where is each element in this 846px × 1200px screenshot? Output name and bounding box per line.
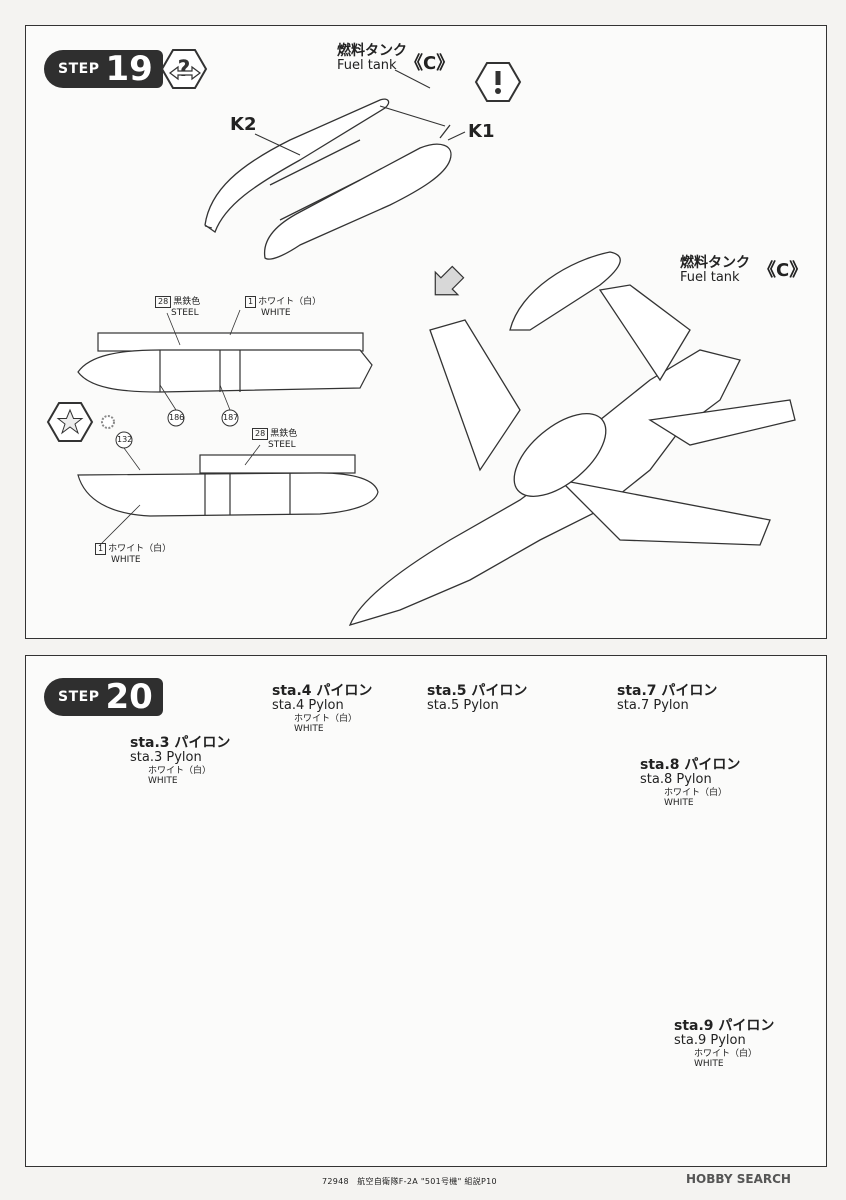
fuel-tank-top-code: 《C》 [405, 53, 455, 74]
step20-badge: STEP 20 [44, 678, 163, 716]
sta3-color-jp: ホワイト（白） [148, 766, 212, 777]
assembly-arrows-19 [204, 69, 466, 229]
sta4-jp: sta.4 パイロン [272, 683, 373, 699]
fuel-tank-right-code: 《C》 [758, 260, 808, 281]
sta8-jp: sta.8 パイロン [640, 757, 741, 773]
sta5-en: sta.5 Pylon [427, 698, 499, 714]
fuel-tank-right-label: 燃料タンク Fuel tank [680, 255, 750, 286]
color-c-jp: 黒鉄色 [270, 429, 298, 439]
sta8-color-en: WHITE [664, 798, 694, 809]
sta8-color-jp: ホワイト（白） [664, 788, 728, 799]
fuel-tank-top-label: 燃料タンク Fuel tank [337, 43, 407, 74]
sta7-jp: sta.7 パイロン [617, 683, 718, 699]
star-decal-icon [46, 402, 94, 442]
color-d-jp: ホワイト（白） [108, 544, 172, 554]
sta9-jp: sta.9 パイロン [674, 1018, 775, 1034]
sta5-label: sta.5 パイロン sta.5 Pylon [427, 683, 527, 714]
hobby-search-watermark: HOBBY SEARCH [686, 1172, 791, 1186]
step20-number: 20 [105, 677, 153, 717]
step20-panel [25, 655, 827, 1167]
svg-text:?: ? [178, 57, 191, 82]
down-arrow-icon [434, 265, 465, 296]
color-b-jp: ホワイト（白） [258, 297, 322, 307]
step19-word: STEP [58, 61, 100, 77]
color-a-jp: 黒鉄色 [173, 297, 201, 307]
sta3-color-en: WHITE [148, 776, 178, 787]
sta4-label: sta.4 パイロン sta.4 Pylon ホワイト（白） WHITE [272, 683, 372, 735]
fuel-tank-top-en: Fuel tank [337, 58, 397, 74]
color-b-en: WHITE [261, 308, 291, 318]
color-c-en: STEEL [268, 440, 296, 450]
sta4-en: sta.4 Pylon [272, 698, 344, 714]
step19-badge: STEP 19 [44, 50, 163, 88]
part-k2-label: K2 [230, 114, 257, 135]
color-a-num: 28 [155, 296, 172, 308]
tank-side-view-1 [77, 332, 373, 393]
sta3-label: sta.3 パイロン sta.3 Pylon ホワイト（白） WHITE [130, 735, 230, 787]
sta3-jp: sta.3 パイロン [130, 735, 231, 751]
sta5-jp: sta.5 パイロン [427, 683, 528, 699]
fuel-tank-right-en: Fuel tank [680, 270, 740, 286]
tank-side-view-2 [77, 454, 379, 517]
sta8-label: sta.8 パイロン sta.8 Pylon ホワイト（白） WHITE [640, 757, 740, 809]
color-a-en: STEEL [171, 308, 199, 318]
sta9-en: sta.9 Pylon [674, 1033, 746, 1049]
color-b-num: 1 [245, 296, 257, 308]
sta9-color-jp: ホワイト（白） [694, 1049, 758, 1060]
sta9-color-en: WHITE [694, 1059, 724, 1070]
sta9-label: sta.9 パイロン sta.9 Pylon ホワイト（白） WHITE [674, 1018, 774, 1070]
plane-outline-icon [348, 251, 796, 627]
fuel-tank-halves-drawing [204, 98, 452, 260]
sta7-en: sta.7 Pylon [617, 698, 689, 714]
color-d-num: 1 [95, 543, 107, 555]
decal-position-dot [101, 415, 115, 429]
sta8-en: sta.8 Pylon [640, 772, 712, 788]
caution-icon [474, 62, 522, 102]
sta3-en: sta.3 Pylon [130, 750, 202, 766]
sta4-color-en: WHITE [294, 724, 324, 735]
question-arrow-icon: ? [160, 49, 208, 89]
step19-number: 19 [105, 49, 153, 89]
fuel-tank-right-jp: 燃料タンク [680, 255, 750, 271]
decal-186: 186 [169, 413, 185, 422]
color-c-num: 28 [252, 428, 269, 440]
decal-132: 132 [117, 435, 133, 444]
fuel-tank-top-jp: 燃料タンク [337, 43, 407, 59]
sta7-label: sta.7 パイロン sta.7 Pylon [617, 683, 717, 714]
sta4-color-jp: ホワイト（白） [294, 714, 358, 725]
page-footer: 72948 航空自衛隊F-2A "501号機" 組説P10 [322, 1177, 497, 1186]
color-d-en: WHITE [111, 555, 141, 565]
step20-word: STEP [58, 689, 100, 705]
decal-187: 187 [223, 413, 239, 422]
part-k1-label: K1 [468, 121, 495, 142]
